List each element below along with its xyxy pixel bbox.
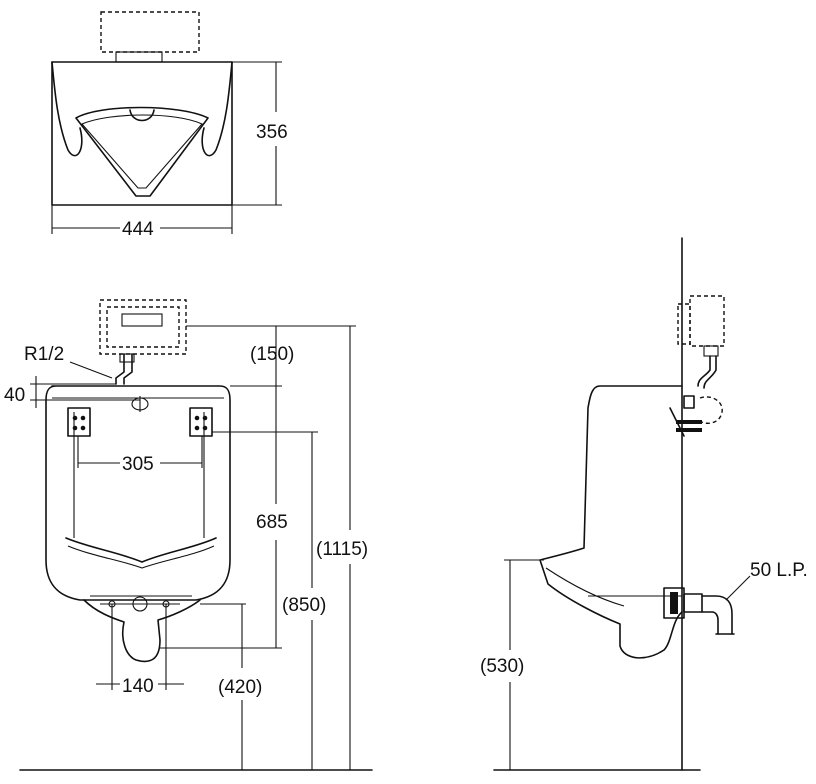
top-view-spreader [129, 109, 155, 122]
side-view-valve-back [677, 303, 691, 345]
front-view-body-outline [45, 385, 231, 601]
front-view-left-bracket [67, 407, 91, 437]
front-view-inlet-label: R1/2 [24, 344, 64, 365]
side-view-valve-nut [703, 345, 719, 357]
top-view-bowl [75, 106, 209, 197]
front-view-valve-nut [119, 353, 135, 363]
front-view-mount-width-label: 305 [122, 454, 154, 475]
top-view-depth-label: 356 [256, 122, 288, 143]
side-view-inlet-pipe [697, 355, 717, 389]
front-view-valve-core [121, 313, 163, 327]
side-view-lip-height-label: (530) [480, 656, 524, 677]
front-view: R1/2 40 305 (150) 685 (850) (1115) [4, 299, 373, 771]
top-view: 356 444 [51, 11, 288, 240]
front-view-bowl-edge [65, 537, 217, 563]
front-view-body-height-label: 685 [256, 512, 288, 533]
top-view-bowl-left-wing [51, 61, 83, 157]
side-view-lip-inner [545, 567, 625, 607]
front-view-bowl-edge-inner [67, 545, 215, 569]
top-view-bowl-right-wing [201, 61, 233, 157]
top-view-width-label: 444 [122, 219, 154, 240]
front-view-inner-frame [73, 412, 205, 538]
side-view-outlet-pipe [663, 587, 735, 635]
front-view-outlet-width-label: 140 [122, 676, 154, 697]
side-view-valve-box [689, 295, 725, 347]
side-view-spreader-dashed [697, 396, 723, 424]
front-view-top-gap-label: (150) [250, 344, 294, 365]
side-view-outlet-leader [725, 575, 751, 601]
side-view-hanger [669, 395, 702, 437]
front-view-valve-outer [99, 299, 187, 355]
front-view-valve-pipe [115, 353, 133, 385]
front-view-inlet-leader [69, 361, 113, 379]
front-view-inlet-offset-label: 40 [4, 385, 25, 406]
front-view-mount-height-label: (850) [282, 595, 326, 616]
front-view-total-height-label: (1115) [316, 539, 368, 560]
top-view-body-outline [51, 61, 233, 206]
side-view-body-outline [539, 385, 683, 659]
top-view-valve-stem [115, 51, 163, 63]
top-view-valve-box [100, 11, 200, 53]
front-view-outlet-height-label: (420) [218, 677, 262, 698]
front-view-valve-inner [106, 306, 180, 348]
top-view-bowl-inner [81, 114, 203, 189]
front-view-trap [83, 599, 201, 663]
side-view: 50 L.P. (530) [480, 237, 808, 771]
front-view-right-bracket [189, 407, 213, 437]
side-view-outlet-pipe-label: 50 L.P. [750, 560, 808, 581]
